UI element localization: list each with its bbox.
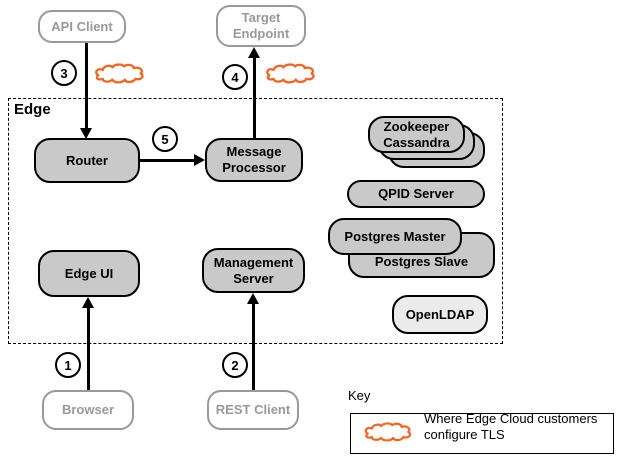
node-router-label: Router [66,152,108,168]
node-edge-ui-label: Edge UI [64,265,114,281]
node-api-client-label: API Client [51,18,113,34]
node-message-processor: Message Processor [205,138,303,182]
node-message-processor-label-1: Message [226,144,282,159]
node-rest-client: REST Client [207,390,299,430]
step-2-number: 2 [231,357,239,373]
node-qpid-server: QPID Server [347,180,485,208]
node-browser-label: Browser [61,402,115,417]
tls-cloud-icon [95,63,144,84]
key-legend-line-1: Where Edge Cloud customers [424,411,598,426]
node-postgres-master-label: Postgres Master [344,228,446,244]
arrow-4-line [253,56,256,138]
arrow-5-line [140,159,195,162]
node-browser: Browser [42,390,134,430]
node-cassandra-label: Cassandra [383,134,450,150]
node-api-client: API Client [38,10,126,43]
node-openldap-label: OpenLDAP [405,306,475,322]
key-title: Key [348,388,371,403]
step-5-number: 5 [161,131,169,147]
node-qpid-server-label: QPID Server [378,186,454,201]
node-management-server: Management Server [202,248,305,293]
key-legend-line-2: configure TLS [424,427,505,442]
node-rest-client-label: REST Client [215,402,291,417]
step-5-badge: 5 [152,126,178,152]
edge-group-boundary [8,98,503,344]
arrow-2-head [247,293,259,304]
node-postgres-slave-label: Postgres Slave [374,254,469,269]
arrow-3-head [80,128,92,139]
node-target-endpoint-label-2: Endpoint [232,26,290,41]
node-management-server-label-1: Management [213,254,294,270]
step-3-number: 3 [60,65,68,81]
arrow-2-line [252,302,255,390]
step-1-number: 1 [64,357,72,373]
node-zookeeper-label: Zookeeper [383,118,450,134]
step-4-number: 4 [231,69,239,85]
node-zookeeper-cassandra: Zookeeper Cassandra [368,116,465,153]
key-legend-text: Where Edge Cloud customers configure TLS [424,411,614,443]
step-1-badge: 1 [55,352,81,378]
node-postgres-master: Postgres Master [328,218,462,255]
node-management-server-label-2: Server [233,270,274,286]
arrow-3-line [85,43,88,130]
arrow-1-line [87,306,90,390]
arrow-1-head [82,297,94,308]
step-4-badge: 4 [222,64,248,90]
step-3-badge: 3 [51,60,77,86]
node-edge-ui: Edge UI [38,250,140,297]
node-openldap: OpenLDAP [392,295,488,334]
node-router: Router [34,138,140,183]
arrow-4-head [248,47,260,58]
tls-cloud-icon [266,63,315,84]
arrow-5-head [194,154,205,166]
step-2-badge: 2 [222,352,248,378]
node-target-endpoint: Target Endpoint [216,5,306,47]
node-target-endpoint-label-1: Target [241,10,281,25]
edge-group-label: Edge [14,101,51,118]
node-message-processor-label-2: Processor [222,160,286,175]
tls-cloud-icon [364,422,412,442]
